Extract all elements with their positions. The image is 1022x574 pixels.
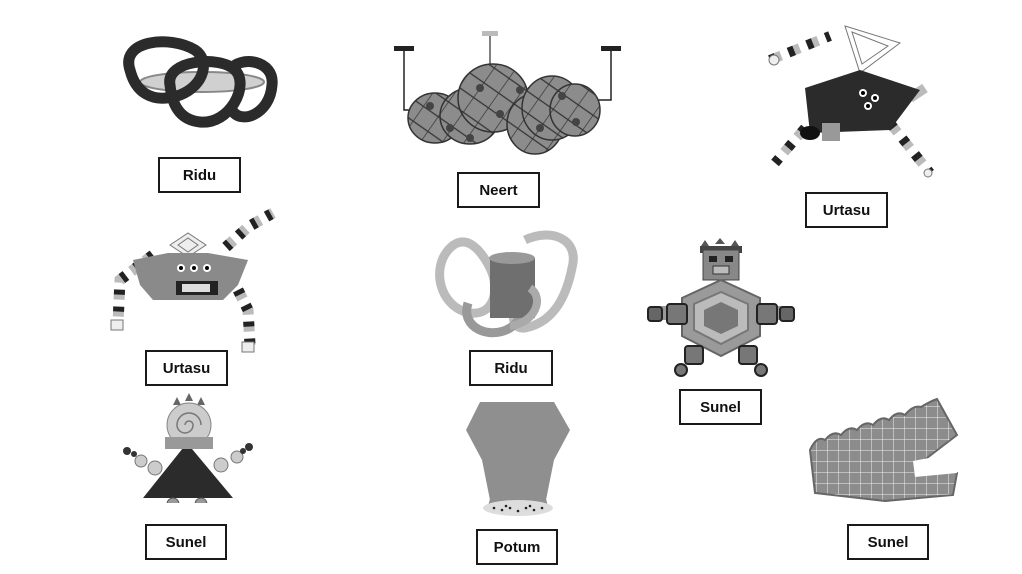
urtasu-creature-figure-1: [768, 25, 934, 178]
label-sunel-2: Sunel: [145, 524, 227, 560]
potum-vase-figure: [466, 402, 570, 516]
sunel-triangle-figure: [123, 393, 253, 503]
label-potum: Potum: [476, 529, 558, 565]
neert-cloud-figure: [394, 31, 621, 155]
sunel-hexagon-figure: [647, 238, 795, 377]
urtasu-creature-figure-2: [110, 208, 276, 353]
label-ridu-1: Ridu: [158, 157, 241, 193]
label-neert: Neert: [457, 172, 540, 208]
ridu-chain-figure: [123, 36, 278, 128]
label-urtasu-2: Urtasu: [145, 350, 228, 386]
sunel-grid-wedge-figure: [808, 397, 959, 503]
label-sunel-3: Sunel: [847, 524, 929, 560]
label-sunel-1: Sunel: [679, 389, 762, 425]
label-urtasu-1: Urtasu: [805, 192, 888, 228]
label-ridu-2: Ridu: [469, 350, 553, 386]
ridu-cup-figure: [435, 230, 578, 338]
